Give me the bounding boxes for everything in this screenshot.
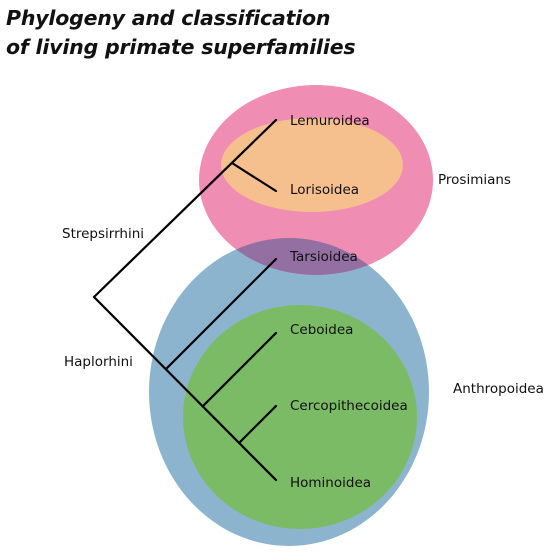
title-line-1: Phylogeny and classification (6, 6, 331, 30)
label-cercopithecoidea: Cercopithecoidea (290, 398, 408, 414)
lemur-loris-ellipse (221, 118, 403, 212)
label-hominoidea: Hominoidea (290, 475, 371, 491)
branch-root-to-hominoidea (92, 295, 278, 482)
branch-root-to-lemuroidea (92, 118, 278, 299)
branch-cercopithecoidea (237, 404, 278, 445)
cladogram-branches (92, 118, 278, 482)
branch-lorisoidea (230, 161, 278, 193)
branch-ceboidea (201, 331, 278, 408)
diagram-title: Phylogeny and classification of living p… (6, 4, 356, 62)
label-lemuroidea: Lemuroidea (290, 113, 370, 129)
label-lorisoidea: Lorisoidea (290, 182, 359, 198)
label-strepsirrhini: Strepsirrhini (62, 226, 144, 242)
title-line-2: of living primate superfamilies (6, 35, 356, 59)
label-prosimians: Prosimians (438, 172, 511, 188)
label-anthropoidea: Anthropoidea (453, 381, 544, 397)
label-tarsioidea: Tarsioidea (289, 249, 358, 265)
anthropoid-inner-ellipse (183, 305, 417, 529)
branch-tarsioidea (164, 257, 278, 371)
label-ceboidea: Ceboidea (290, 322, 353, 338)
label-haplorhini: Haplorhini (64, 354, 133, 370)
